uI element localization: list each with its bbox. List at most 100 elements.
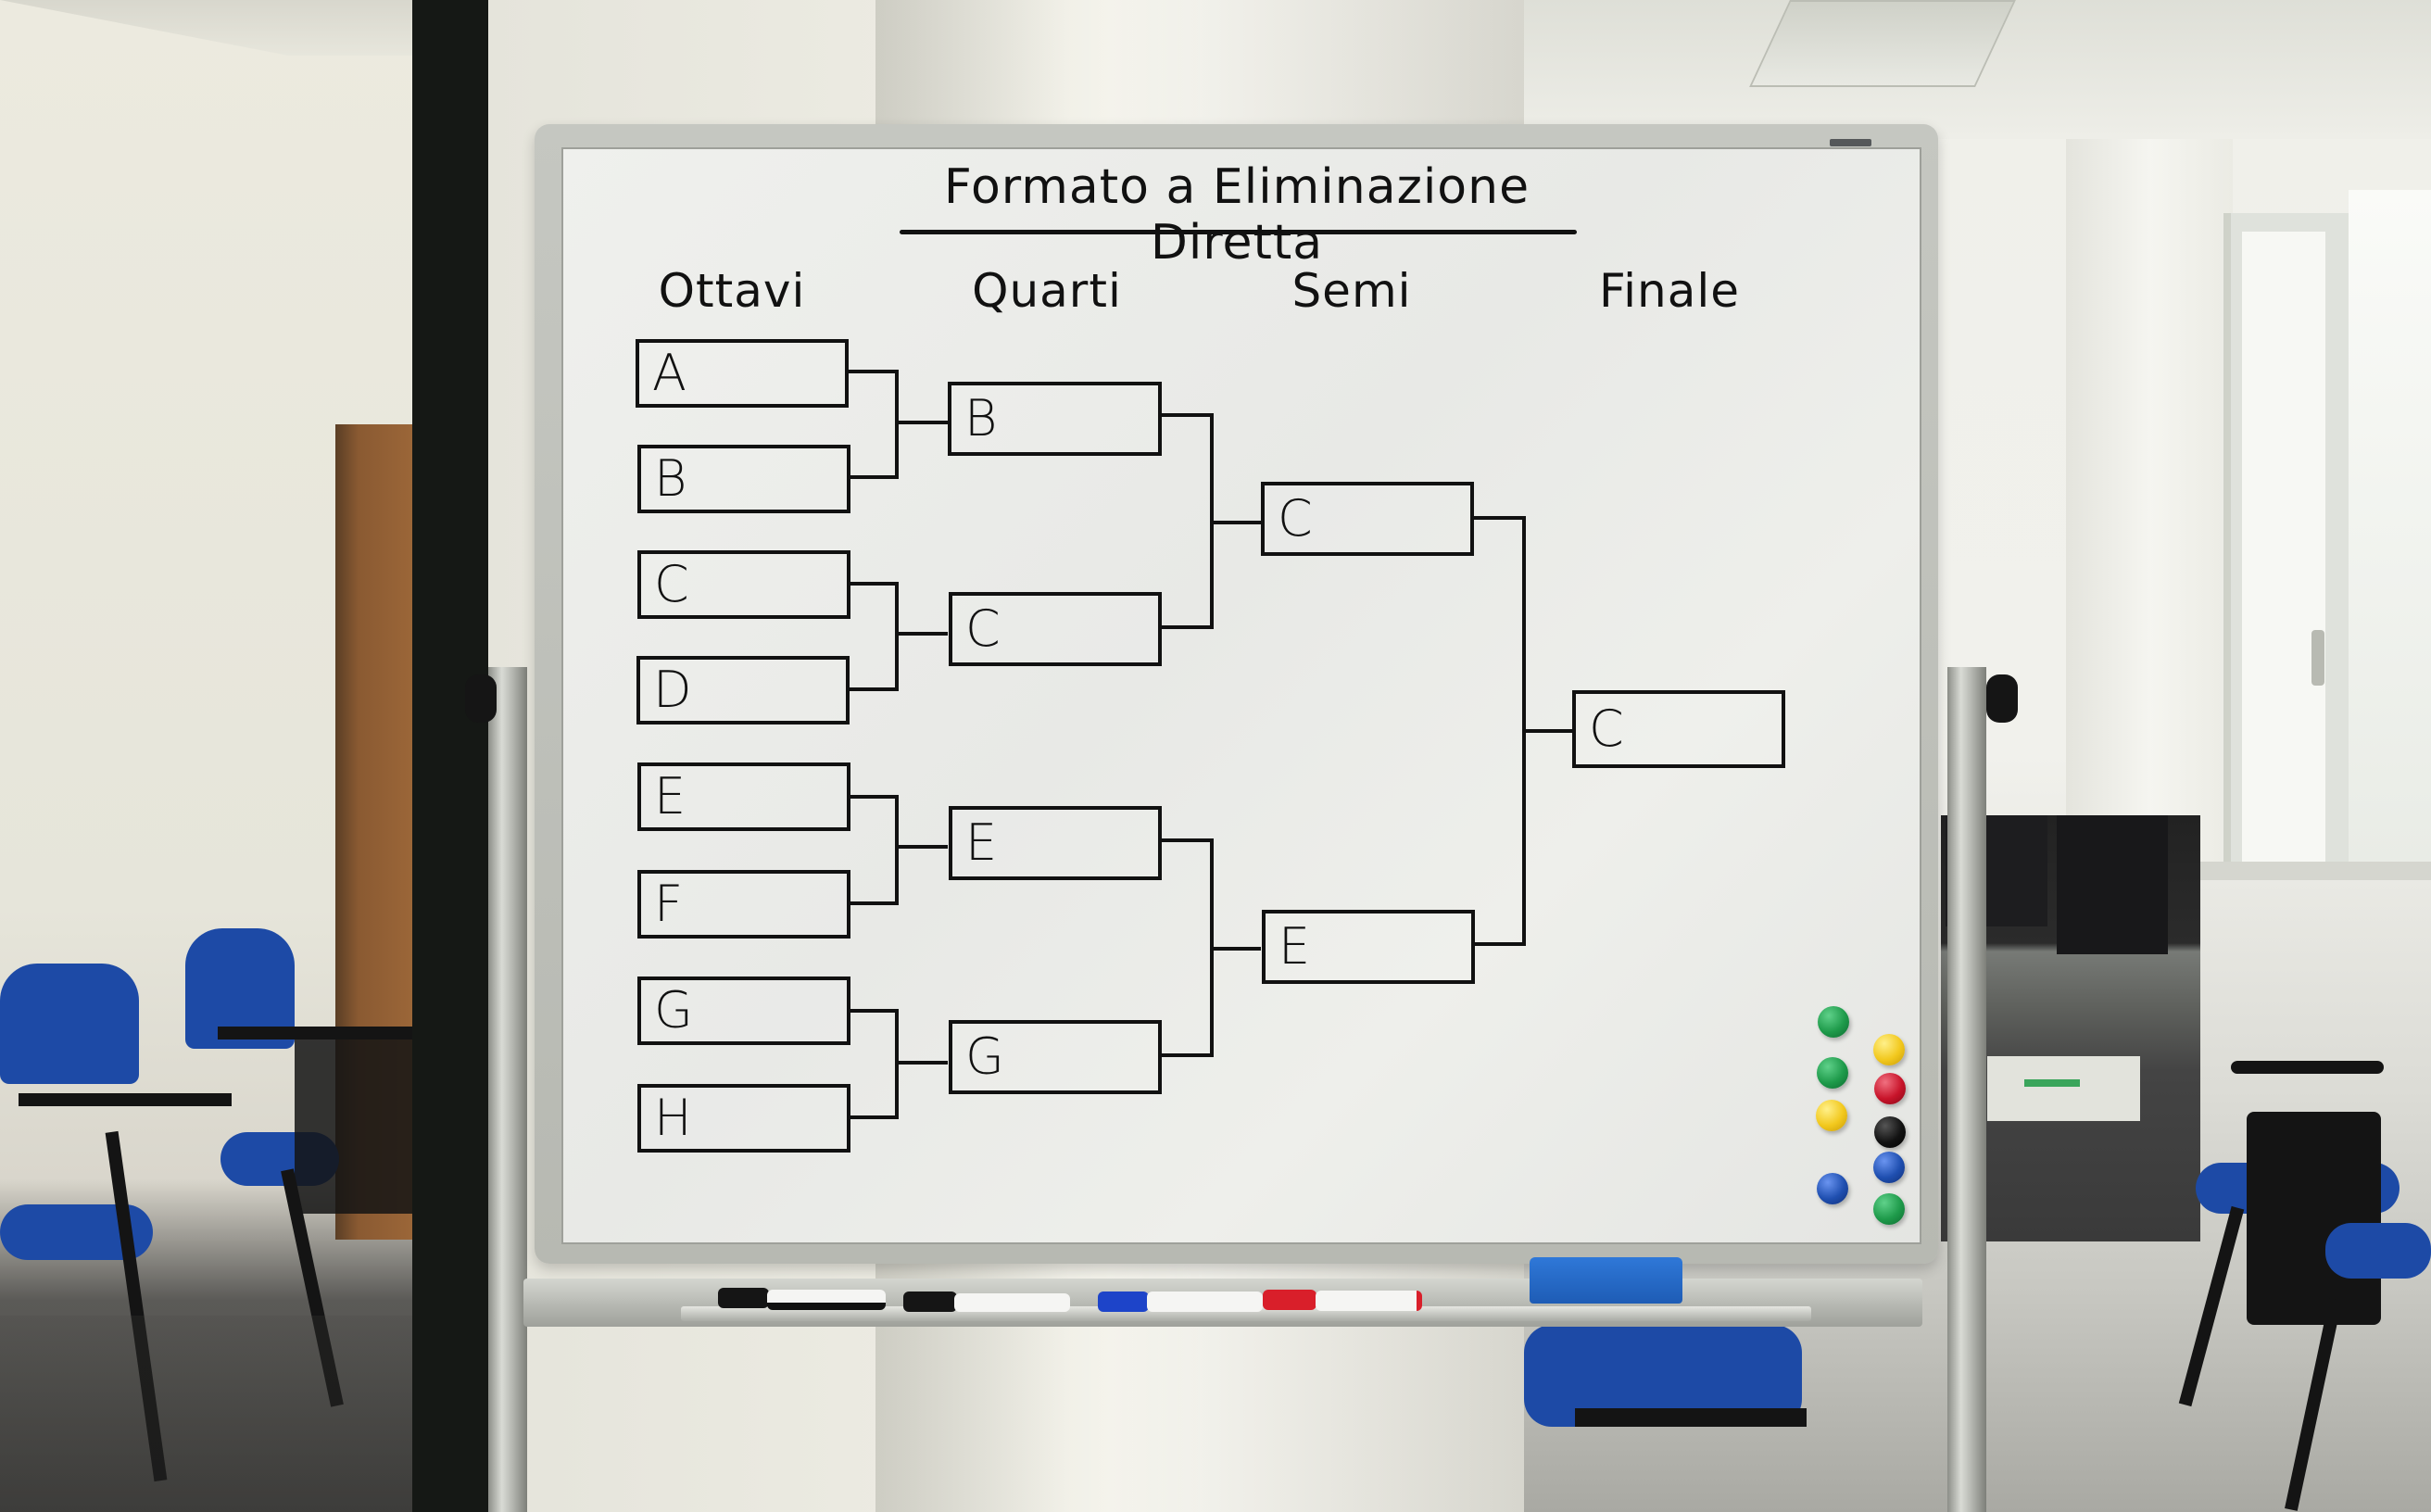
team-label: C xyxy=(654,555,689,613)
ceiling-light-fixture xyxy=(1749,0,2016,87)
chair-left-1-frame xyxy=(19,1093,232,1106)
connector xyxy=(850,475,897,479)
connector xyxy=(895,582,899,691)
connector xyxy=(849,370,897,373)
connector xyxy=(850,901,897,905)
whiteboard-eraser[interactable] xyxy=(1530,1257,1682,1304)
team-label: G xyxy=(965,1027,1004,1086)
ottavi-slot-1: A xyxy=(636,339,849,408)
connector xyxy=(850,795,897,799)
connector xyxy=(895,370,899,479)
team-label: H xyxy=(654,1089,692,1147)
ottavi-slot-8: H xyxy=(637,1084,850,1153)
team-label: E xyxy=(1278,917,1311,976)
team-label: C xyxy=(1278,489,1313,548)
column-label-semi: Semi xyxy=(1291,264,1412,318)
title-underline xyxy=(900,230,1577,234)
team-label: E xyxy=(654,767,686,825)
equipment-device xyxy=(2057,815,2168,954)
team-label: F xyxy=(654,875,684,933)
marker-black-cap[interactable] xyxy=(718,1288,769,1308)
ottavi-slot-2: B xyxy=(637,445,850,513)
team-label: C xyxy=(965,599,1001,658)
semi-slot-2: E xyxy=(1262,910,1475,984)
connector xyxy=(1161,625,1213,629)
team-label: G xyxy=(654,981,693,1040)
stand-pole-left xyxy=(488,667,527,1512)
connector xyxy=(1161,413,1213,417)
connector xyxy=(1161,1053,1213,1057)
team-label: E xyxy=(965,813,998,872)
ottavi-slot-4: D xyxy=(636,656,850,724)
connector xyxy=(850,687,897,691)
champion-label: C xyxy=(1589,699,1624,758)
magnet-green-icon[interactable] xyxy=(1817,1057,1848,1089)
finale-slot: C xyxy=(1572,690,1785,768)
chair-right-bag xyxy=(2247,1112,2381,1325)
tilt-knob-left[interactable] xyxy=(465,674,497,723)
connector xyxy=(850,582,897,586)
marker-red-body[interactable] xyxy=(1316,1291,1422,1311)
stand-pole-right xyxy=(1947,667,1986,1512)
chair-center-frame xyxy=(1575,1408,1807,1427)
marker-black-cap[interactable] xyxy=(903,1292,957,1312)
chair-right-1-arm xyxy=(2231,1061,2384,1074)
team-label: B xyxy=(964,389,998,447)
brand-logo xyxy=(1830,139,1871,146)
column-label-ottavi: Ottavi xyxy=(658,264,806,318)
window-handle-icon xyxy=(2311,630,2324,686)
connector xyxy=(1210,947,1261,951)
chair-left-3-back xyxy=(295,1028,412,1214)
quarti-slot-3: E xyxy=(949,806,1162,880)
connector xyxy=(895,632,948,636)
marker-blue-body[interactable] xyxy=(1147,1292,1263,1312)
marker-blue-cap[interactable] xyxy=(1098,1292,1149,1312)
wall-corner xyxy=(2066,139,2233,880)
connector xyxy=(895,795,899,905)
equipment-unit xyxy=(1987,1056,2140,1121)
magnet-green-icon[interactable] xyxy=(1818,1006,1849,1038)
window-sill xyxy=(2131,862,2431,880)
ottavi-slot-7: G xyxy=(637,976,850,1045)
connector xyxy=(1522,729,1573,733)
window-pane xyxy=(2242,232,2325,862)
window-pane xyxy=(2349,190,2431,862)
chair-left-1-back xyxy=(0,964,139,1084)
connector xyxy=(1473,516,1524,520)
magnet-yellow-icon[interactable] xyxy=(1816,1100,1847,1131)
quarti-slot-2: C xyxy=(949,592,1162,666)
connector xyxy=(850,1115,897,1119)
magnet-yellow-icon[interactable] xyxy=(1873,1034,1905,1065)
ottavi-slot-3: C xyxy=(637,550,850,619)
connector xyxy=(895,845,948,849)
team-label: D xyxy=(653,661,692,719)
bracket-title: Formato a Eliminazione Diretta xyxy=(943,159,1530,271)
connector xyxy=(895,1061,948,1065)
magnet-black-icon[interactable] xyxy=(1874,1116,1906,1148)
quarti-slot-1: B xyxy=(948,382,1162,456)
connector xyxy=(1210,521,1261,524)
column-label-quarti: Quarti xyxy=(972,264,1122,318)
whiteboard-surface[interactable] xyxy=(561,147,1921,1244)
column-label-finale: Finale xyxy=(1599,264,1740,318)
marker-red-cap[interactable] xyxy=(1263,1290,1316,1310)
connector xyxy=(850,1009,897,1013)
magnet-blue-icon[interactable] xyxy=(1817,1173,1848,1204)
magnet-blue-icon[interactable] xyxy=(1873,1152,1905,1183)
equipment-led xyxy=(2024,1079,2080,1087)
team-label: B xyxy=(654,449,687,508)
magnet-green-icon[interactable] xyxy=(1873,1193,1905,1225)
connector xyxy=(1474,942,1526,946)
ottavi-slot-5: E xyxy=(637,762,850,831)
marker-black-body[interactable] xyxy=(767,1290,886,1310)
magnet-red-icon[interactable] xyxy=(1874,1073,1906,1104)
connector xyxy=(895,421,948,424)
semi-slot-1: C xyxy=(1261,482,1474,556)
tilt-knob-right[interactable] xyxy=(1986,674,2018,723)
quarti-slot-4: G xyxy=(949,1020,1162,1094)
marker-black-body[interactable] xyxy=(954,1293,1070,1312)
team-label: A xyxy=(652,344,686,402)
connector xyxy=(1161,838,1213,842)
ottavi-slot-6: F xyxy=(637,870,850,939)
left-floor xyxy=(0,1316,412,1512)
